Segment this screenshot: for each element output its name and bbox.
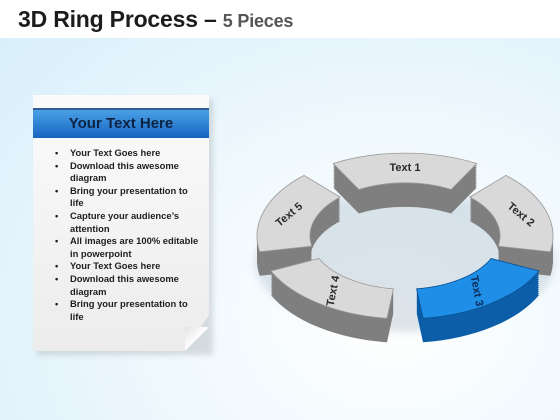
slide-subtitle: 5 Pieces: [222, 11, 294, 31]
note-bullet: Download this awesome diagram: [53, 273, 203, 298]
note-bullet: Download this awesome diagram: [53, 160, 203, 185]
segment-5-top: [256, 174, 342, 253]
note-bullet: Capture your audience’s attention: [53, 210, 203, 235]
note-header: Your Text Here: [33, 108, 209, 138]
segment-labels: Text 1 Text 2 Text 3 Text 4 Text 5: [274, 162, 537, 307]
note-bullet: Bring your presentation to life: [53, 298, 203, 323]
segment-tops: [256, 152, 554, 319]
segment-4-top: [270, 258, 394, 319]
note-bullet-list: Your Text Goes here Download this awesom…: [53, 147, 203, 323]
segment-label-4: Text 4: [325, 274, 343, 308]
note-header-text: Your Text Here: [68, 115, 174, 132]
segment-label-3: Text 3: [468, 275, 486, 308]
note-bullet: All images are 100% editable in powerpoi…: [53, 235, 203, 260]
note-bullet: Bring your presentation to life: [53, 185, 203, 210]
slide-title: 3D Ring Process – 5 Pieces: [18, 6, 293, 33]
text-note-card: Your Text Here Your Text Goes here Downl…: [33, 95, 209, 351]
segment-label-1: Text 1: [390, 162, 421, 174]
note-bullet: Your Text Goes here: [53, 147, 203, 160]
segment-3-top: [416, 258, 540, 319]
segment-2-top: [468, 174, 554, 253]
slide-title-main: 3D Ring Process –: [18, 6, 217, 32]
title-bar: 3D Ring Process – 5 Pieces: [0, 0, 560, 38]
segment-1-top: [332, 152, 478, 190]
note-bullet: Your Text Goes here: [53, 260, 203, 273]
